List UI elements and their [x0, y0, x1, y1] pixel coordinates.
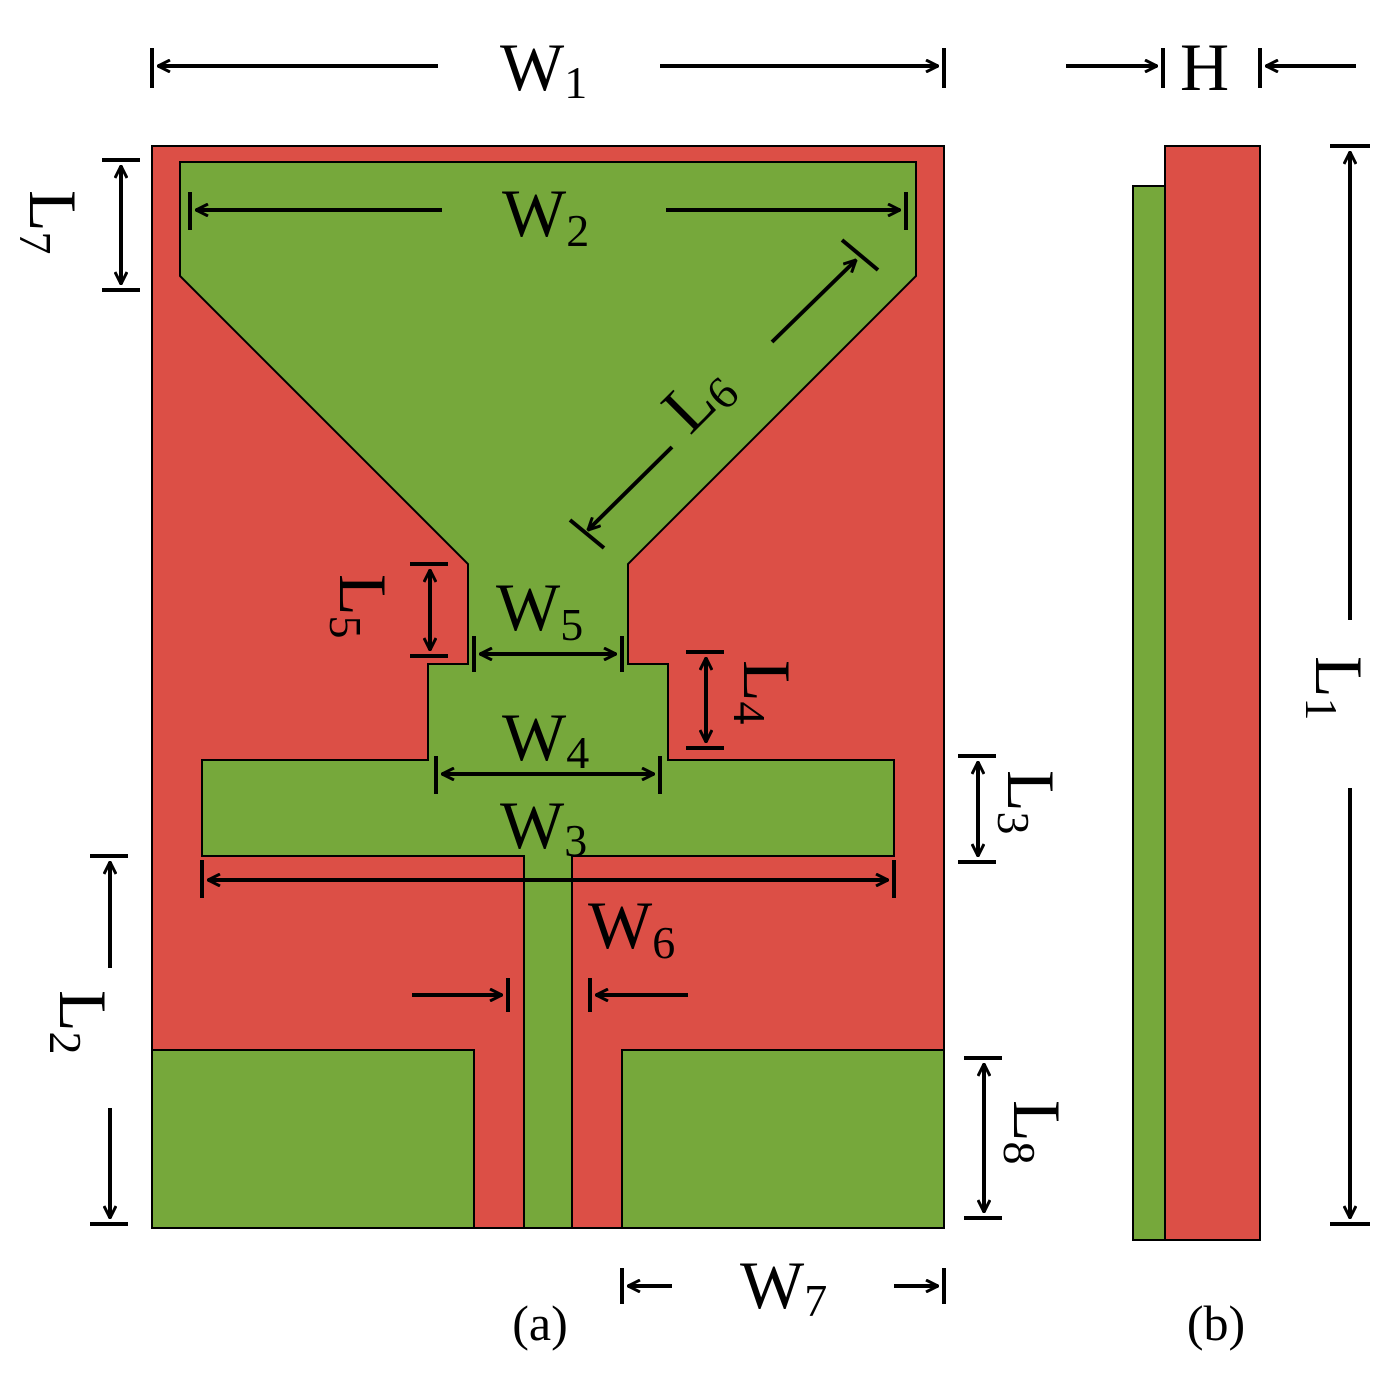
caption-b: (b)	[1187, 1295, 1245, 1351]
label-l8: L8	[994, 1100, 1075, 1165]
label-l7: L7	[10, 190, 91, 255]
top-view	[151, 145, 945, 1229]
label-w1: W1	[500, 29, 587, 108]
dimension-lines	[90, 48, 1370, 1304]
dimension-labels: W1 H W2 L7 L6 L5 W5 L4 W4 L3 W3 W6 L2 L8…	[10, 29, 1377, 1326]
label-l4: L4	[724, 660, 805, 725]
label-l1: L1	[1296, 656, 1377, 721]
label-w3: W3	[500, 787, 587, 866]
label-w4: W4	[502, 699, 589, 778]
label-h: H	[1180, 29, 1229, 105]
label-w2: W2	[502, 175, 589, 256]
side-substrate	[1164, 145, 1261, 1241]
radiating-patch	[179, 161, 917, 1229]
label-l5: L5	[320, 574, 401, 639]
ground-plane-right	[621, 1049, 945, 1229]
side-view	[1132, 145, 1261, 1241]
label-l2: L2	[40, 990, 121, 1055]
captions: (a) (b)	[512, 1295, 1245, 1351]
side-metal-layer	[1132, 185, 1166, 1241]
label-w7: W7	[740, 1247, 827, 1326]
caption-a: (a)	[512, 1295, 568, 1351]
ground-plane-left	[151, 1049, 475, 1229]
label-w5: W5	[496, 569, 583, 650]
label-l3: L3	[988, 770, 1069, 835]
label-w6: W6	[588, 887, 675, 968]
